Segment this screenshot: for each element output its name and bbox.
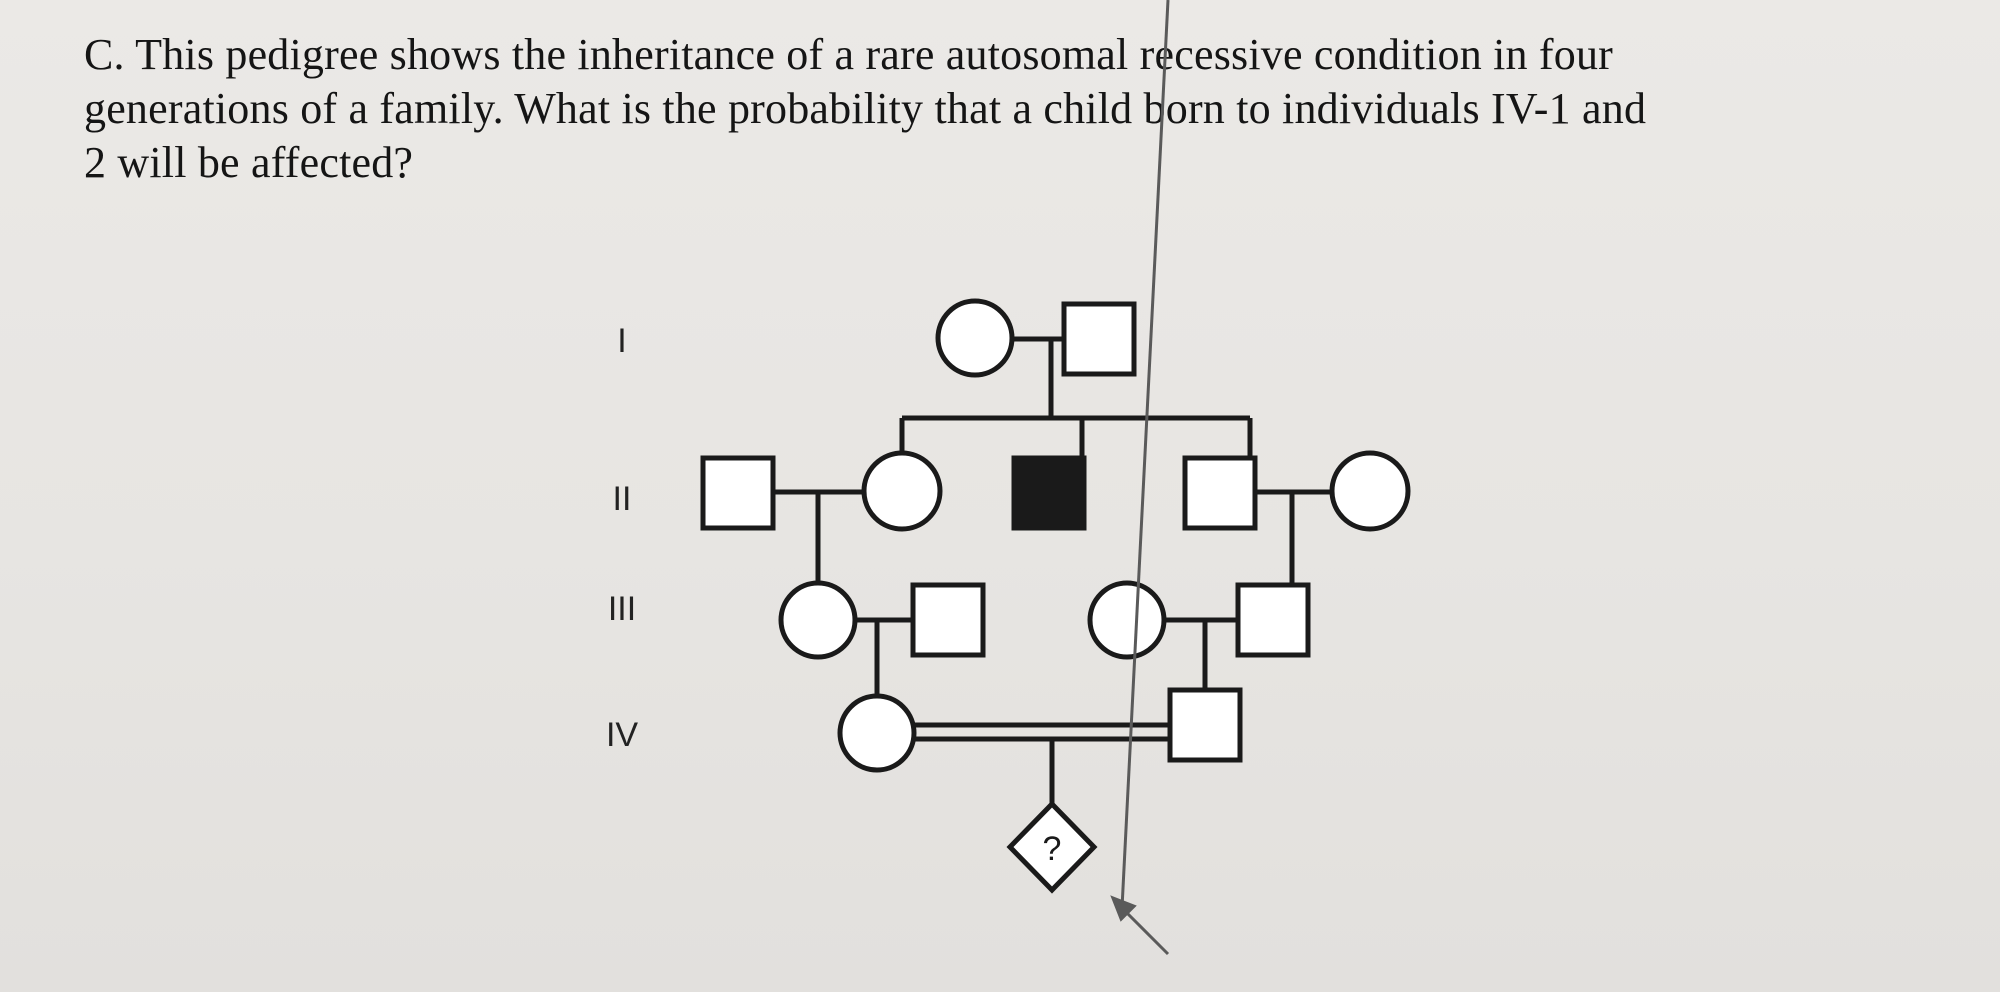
individual-II-5-female bbox=[1329, 450, 1411, 532]
question-text: C. This pedigree shows the inheritance o… bbox=[84, 28, 1904, 190]
individual-III-4-male bbox=[1235, 582, 1311, 658]
individual-IV-1-female bbox=[837, 693, 917, 773]
unknown-child-label: ? bbox=[1043, 830, 1062, 868]
individual-III-3-female bbox=[1087, 580, 1167, 660]
generation-label-IV: IV bbox=[605, 716, 639, 754]
individual-II-3-male-affected bbox=[1011, 455, 1087, 531]
individual-II-4-male bbox=[1182, 455, 1258, 531]
individual-I-1-female bbox=[935, 298, 1015, 378]
individual-IV-2-male bbox=[1167, 687, 1243, 763]
arrow-shaft bbox=[1120, 0, 1170, 909]
individual-III-2-male bbox=[910, 582, 986, 658]
question-line-1: C. This pedigree shows the inheritance o… bbox=[84, 30, 1614, 79]
individual-II-2-female bbox=[861, 450, 943, 532]
individual-I-2-male bbox=[1061, 301, 1137, 377]
individual-II-1-male bbox=[700, 455, 776, 531]
individual-III-1-female bbox=[778, 580, 858, 660]
generation-label-III: III bbox=[607, 590, 637, 628]
unknown-sex-child bbox=[1006, 800, 1098, 894]
arrow-line bbox=[1120, 906, 1170, 956]
generation-label-II: II bbox=[612, 480, 632, 518]
question-line-3: 2 will be affected? bbox=[84, 138, 414, 187]
generation-label-I: I bbox=[617, 322, 627, 360]
question-line-2: generations of a family. What is the pro… bbox=[84, 84, 1647, 133]
arrow-icon bbox=[1110, 895, 1137, 922]
